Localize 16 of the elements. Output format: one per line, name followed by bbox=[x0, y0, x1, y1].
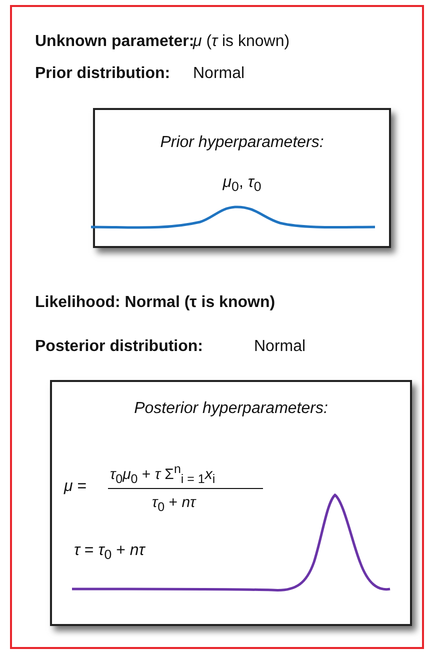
formula-text: τ$_{0}$ + nτ bbox=[152, 494, 196, 514]
field-value: Normal bbox=[193, 65, 245, 83]
field-label: Posterior distribution: bbox=[35, 338, 203, 356]
parameter-panel bbox=[50, 380, 412, 626]
formula-text: μ = bbox=[64, 478, 87, 496]
panel-heading: Prior hyperparameters: bbox=[159, 134, 325, 152]
formula-text: μ$_{0}$, τ$_{0}$ bbox=[222, 174, 262, 194]
formula-text: τ$_{0}$μ$_{0}$ + τ Σ$^{n}$$_{i = 1}$x$_{i}$ bbox=[110, 462, 216, 486]
panel-heading: Posterior hyperparameters: bbox=[133, 400, 329, 418]
field-label: Unknown parameter: bbox=[35, 33, 194, 51]
field-value: μ (τ is known) bbox=[193, 33, 290, 51]
field-label: Prior distribution: bbox=[35, 65, 170, 83]
parameter-panel bbox=[93, 108, 391, 248]
field-value: Normal bbox=[254, 338, 306, 356]
field-label: Likelihood: Normal (τ is known) bbox=[35, 294, 276, 312]
formula-text: τ = τ$_{0}$ + nτ bbox=[74, 542, 145, 562]
